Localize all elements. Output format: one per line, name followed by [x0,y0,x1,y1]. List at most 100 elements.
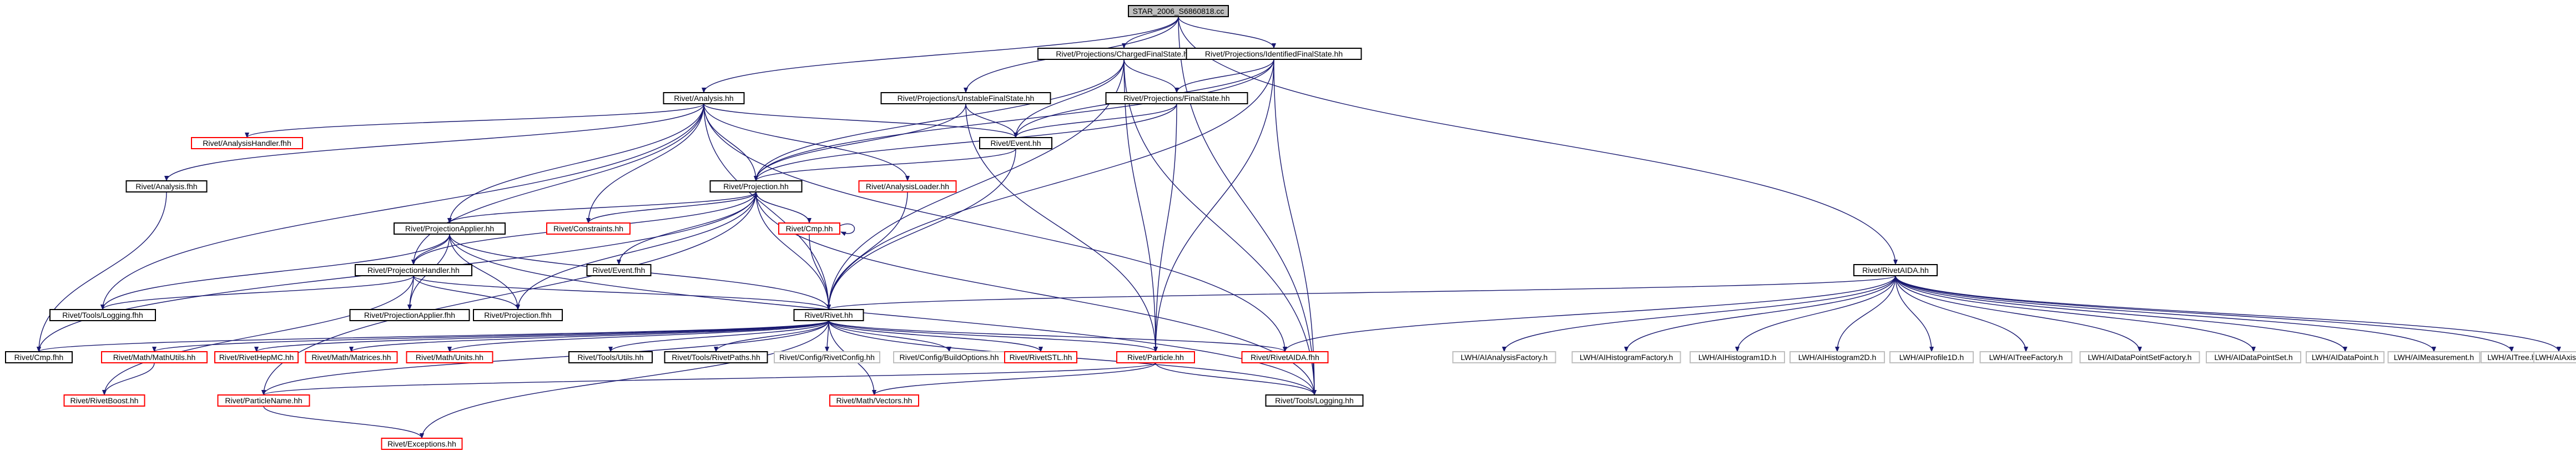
node-box [355,264,472,276]
edge-analysis-to-phandler [411,103,704,265]
edge-ifs-to-fs [1174,59,1274,93]
node-label: Rivet/Projections/FinalState.hh [1123,94,1229,103]
node-projfhh[interactable]: Rivet/Projection.fhh [473,309,563,321]
edge-phandler-to-toolsloggingfhh [100,275,414,310]
node-label: Rivet/Tools/Logging.fhh [62,311,143,320]
node-toolsloggingfhh[interactable]: Rivet/Tools/Logging.fhh [49,309,156,321]
node-label: LWH/AIAxis.h [2535,353,2576,362]
node-label: Rivet/RivetAIDA.hh [1862,266,1929,275]
node-label: Rivet/ParticleName.hh [225,396,302,405]
node-hepmc: Rivet/RivetHepMC.hh [214,351,299,363]
node-label: Rivet/RivetHepMC.hh [219,353,294,362]
node-cmpfhh[interactable]: Rivet/Cmp.fhh [5,351,73,363]
edge-rivetaida-to-idatapointset [1895,275,2256,352]
edge-fs-to-projection [754,103,1177,181]
node-label: Rivet/Config/BuildOptions.hh [900,353,999,362]
node-label: LWH/AIProfile1D.h [1899,353,1964,362]
node-event[interactable]: Rivet/Event.hh [979,137,1052,149]
node-toolsutils[interactable]: Rivet/Tools/Utils.hh [568,351,653,363]
edge-cmphh-to-rivethh [809,234,831,310]
node-rivethh[interactable]: Rivet/Rivet.hh [793,309,864,321]
edge-rivetaida-to-iaxis [1895,275,2561,352]
node-projection[interactable]: Rivet/Projection.hh [709,180,803,192]
node-eventfhh[interactable]: Rivet/Event.fhh [586,264,652,276]
node-rivetaida[interactable]: Rivet/RivetAIDA.hh [1853,264,1938,276]
node-toolslogginghh[interactable]: Rivet/Tools/Logging.hh [1265,394,1364,407]
node-label: Rivet/AnalysisLoader.hh [866,182,949,191]
edge-root-to-ifs [1178,16,1276,49]
node-label: Rivet/AnalysisHandler.fhh [203,139,291,148]
nodes-layer: STAR_2006_S6860818.ccRivet/Projections/C… [5,5,2576,450]
node-ufs[interactable]: Rivet/Projections/UnstableFinalState.hh [880,92,1051,104]
node-box [664,351,768,363]
edge-ifs-to-rivethh [826,59,1274,310]
edge-root-to-rivetaida [1178,16,1898,265]
edge-phandler-to-papplierfhh [407,275,414,310]
edge-ufs-to-projection [754,103,966,181]
edge-rivethh-to-rivetaidafhh [828,320,1287,352]
edge-rivethh-to-rivetstl [828,320,1043,352]
node-analysisfhh[interactable]: Rivet/Analysis.fhh [125,180,208,192]
node-label: Rivet/Projections/UnstableFinalState.hh [898,94,1035,103]
node-label: LWH/AIDataPointSet.h [2214,353,2292,362]
node-label: Rivet/Projection.fhh [484,311,551,320]
edge-rivethh-to-toolsutils [608,320,829,352]
node-box [829,394,919,407]
edge-rivethh-to-rivetpaths [714,320,829,352]
node-box [473,309,563,321]
node-cfs[interactable]: Rivet/Projections/ChargedFinalState.hh [1037,48,1211,60]
node-label: Rivet/Cmp.fhh [14,353,64,362]
edge-projection-to-rivethh [755,191,831,310]
node-label: Rivet/ProjectionApplier.hh [405,224,494,233]
node-box [394,222,506,235]
edge-rivetaida-to-ihistogramfactory [1624,275,1896,352]
edge-rivetaida-to-ihistogram1d [1735,275,1896,352]
node-cmphh: Rivet/Cmp.hh [778,222,840,235]
node-box [305,351,398,363]
node-phandler[interactable]: Rivet/ProjectionHandler.hh [355,264,472,276]
edge-rivethh-to-hepmc [254,320,829,352]
node-label: Rivet/ProjectionApplier.fhh [364,311,455,320]
node-box [1105,92,1248,104]
node-idatapoint: LWH/AIDataPoint.h [2306,351,2385,363]
edge-ufs-to-particle [965,103,1158,352]
node-root[interactable]: STAR_2006_S6860818.cc [1128,5,1229,17]
node-ifs[interactable]: Rivet/Projections/IdentifiedFinalState.h… [1186,48,1362,60]
edge-papplier-to-phandler [411,234,450,265]
node-label: Rivet/RivetAIDA.fhh [1251,353,1319,362]
node-rivetboost: Rivet/RivetBoost.hh [63,394,145,407]
node-idpsfactory: LWH/AIDataPointSetFactory.h [2079,351,2200,363]
edge-rivethh-to-buildopts [828,320,951,352]
node-papplierfhh[interactable]: Rivet/ProjectionApplier.fhh [349,309,470,321]
node-box [1241,351,1329,363]
node-label: Rivet/Math/Units.hh [416,353,483,362]
node-papplier[interactable]: Rivet/ProjectionApplier.hh [394,222,506,235]
node-box [191,137,303,149]
node-itreefactory: LWH/AITreeFactory.h [1979,351,2073,363]
node-label: Rivet/Config/RivetConfig.hh [779,353,875,362]
edge-analysis-to-ahandler [245,103,704,138]
edge-rivethh-to-particle [828,320,1158,352]
node-fs[interactable]: Rivet/Projections/FinalState.hh [1105,92,1248,104]
node-label: LWH/AIDataPointSetFactory.h [2088,353,2192,362]
edge-rivethh-to-exceptions [420,320,829,439]
node-box [1186,48,1362,60]
node-box [2079,351,2200,363]
node-label: LWH/AIMeasurement.h [2394,353,2474,362]
node-constraints: Rivet/Constraints.hh [546,222,631,235]
node-analysis[interactable]: Rivet/Analysis.hh [663,92,745,104]
node-box [793,309,864,321]
edge-rivetaida-to-rivethh [826,275,1896,310]
node-box [774,351,880,363]
node-label: Rivet/Rivet.hh [804,311,853,320]
node-box [49,309,156,321]
node-box [858,180,957,192]
node-imeasurement: LWH/AIMeasurement.h [2387,351,2481,363]
node-box [214,351,299,363]
node-box [63,394,145,407]
edge-cfs-to-event [1014,59,1125,138]
node-rivetpaths[interactable]: Rivet/Tools/RivetPaths.hh [664,351,768,363]
node-label: Rivet/Tools/Utils.hh [577,353,643,362]
node-label: Rivet/Exceptions.hh [387,439,456,448]
node-label: LWH/AIDataPoint.h [2312,353,2378,362]
